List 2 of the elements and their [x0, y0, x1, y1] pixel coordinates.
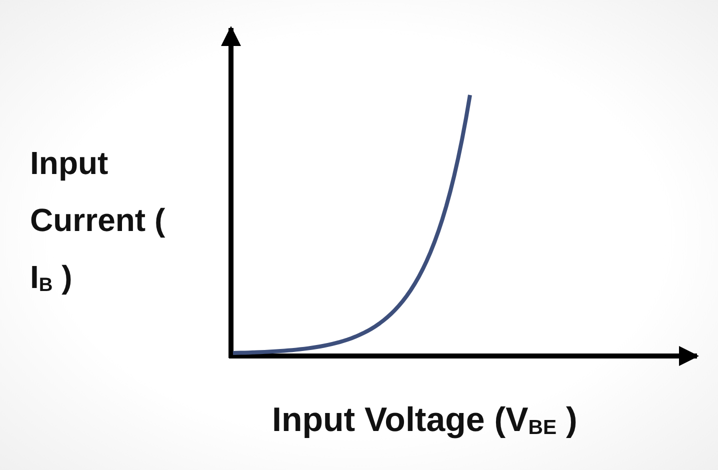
axis-label: Input Current ( I$_{B}$ ): [30, 144, 166, 298]
axis-label: Input Voltage (V$_{BE}$ ): [272, 400, 578, 442]
